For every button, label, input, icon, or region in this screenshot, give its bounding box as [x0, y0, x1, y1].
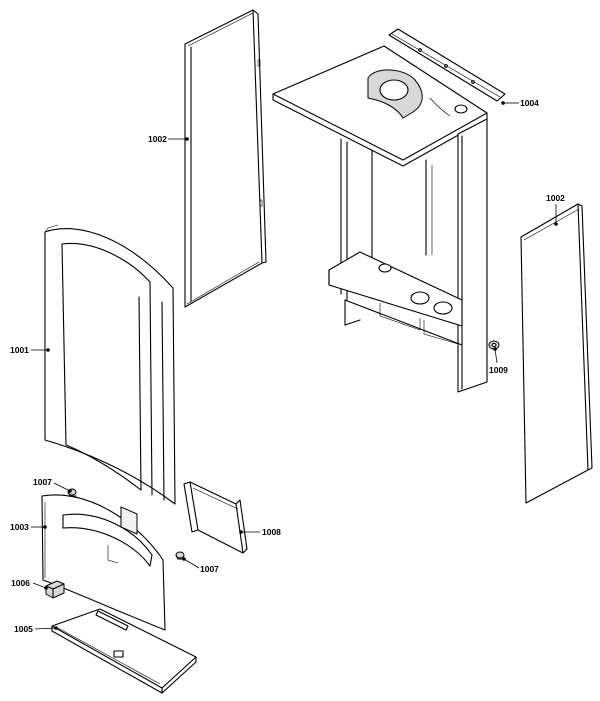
label-1007-lower: 1007: [200, 564, 219, 574]
mounting-bracket: [183, 481, 248, 554]
label-1004: 1004: [520, 98, 539, 108]
label-1009: 1009: [489, 365, 508, 375]
front-casing: [44, 224, 176, 505]
base-tray: [51, 608, 197, 694]
label-1008: 1008: [262, 527, 281, 537]
boiler-chassis: [272, 28, 506, 393]
label-1002-left: 1002: [148, 134, 167, 144]
label-1005: 1005: [14, 624, 33, 634]
clip-upper: [67, 488, 77, 497]
side-panel-left: [184, 9, 267, 308]
label-1002-right: 1002: [546, 193, 565, 203]
label-1003: 1003: [10, 522, 29, 532]
clip-lower: [175, 551, 185, 560]
label-1001: 1001: [10, 345, 29, 355]
small-block-part: [45, 580, 65, 599]
label-1006: 1006: [11, 578, 30, 588]
label-1007-upper: 1007: [33, 477, 52, 487]
leader-lines: [31, 101, 558, 630]
fitting-part: [488, 340, 500, 350]
side-panel-right: [520, 203, 593, 504]
part-labels: 1002 1004 1002 1001 1009 1007 1003 1008 …: [10, 98, 565, 634]
lower-panel: [41, 494, 166, 631]
